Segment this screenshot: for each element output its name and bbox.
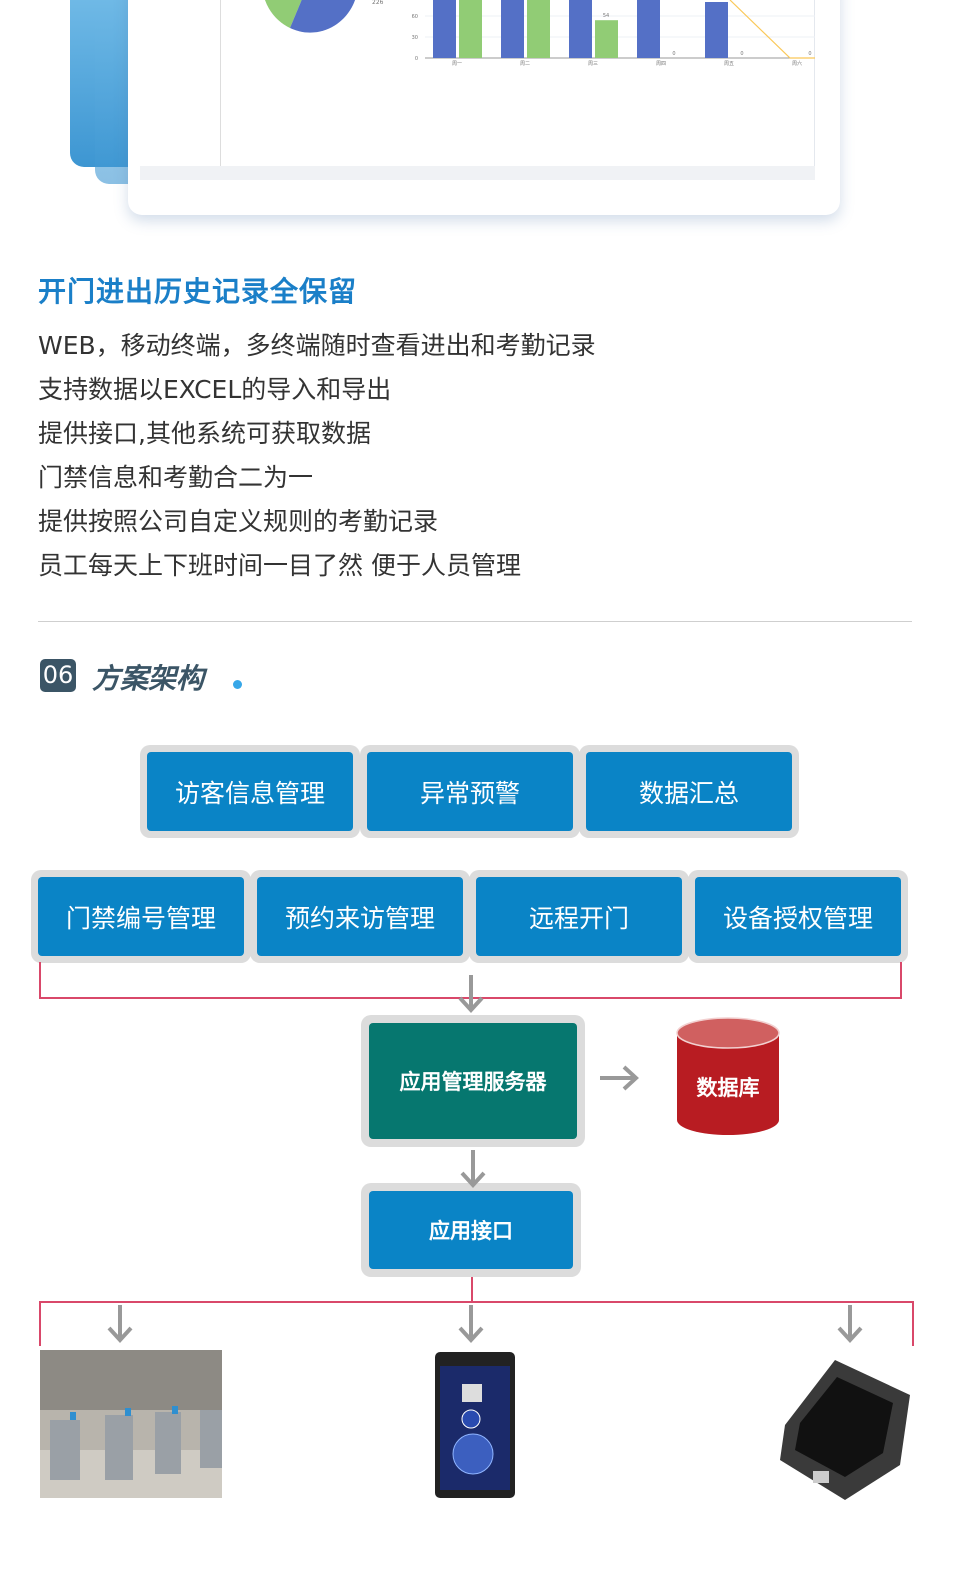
bar-blue — [637, 0, 660, 58]
y-tick-label: 0 — [415, 56, 418, 62]
arrow-down-icon — [107, 1305, 133, 1343]
series-line — [729, 0, 815, 59]
y-tick-label: 60 — [412, 14, 418, 20]
arrows — [39, 975, 914, 1346]
arrow-down-icon — [460, 1150, 486, 1188]
bar-green — [527, 0, 550, 58]
feature-line: 提供接口,其他系统可获取数据 — [38, 419, 371, 448]
title-dot — [233, 680, 242, 689]
arrow-down-icon — [837, 1305, 863, 1343]
y-tick-label: 30 — [412, 35, 418, 41]
bar-blue — [501, 0, 524, 58]
x-tick-label: 周二 — [520, 61, 530, 67]
feature-line: 提供按照公司自定义规则的考勤记录 — [38, 507, 439, 536]
feature-line: 员工每天上下班时间一目了然 便于人员管理 — [38, 551, 521, 580]
connector-line — [39, 962, 41, 999]
turnstile-image — [40, 1350, 222, 1498]
data-label: 54 — [603, 13, 609, 19]
module-visitor-info: 访客信息管理 — [140, 745, 360, 838]
feature-title: 开门进出历史记录全保留 — [38, 275, 358, 308]
data-label: 0 — [740, 51, 743, 57]
section-title: 方案架构 — [92, 662, 205, 695]
x-tick-label: 周四 — [656, 61, 666, 67]
dashboard-chart: 226 0 30 60 周一 周二 54 周三 0 周四 0 周五 0 周六 — [265, 0, 815, 67]
arrow-down-icon — [458, 975, 484, 1013]
module-reservation: 预约来访管理 — [250, 870, 470, 963]
data-label: 0 — [672, 51, 675, 57]
feature-line: WEB，移动终端，多终端随时查看进出和考勤记录 — [38, 331, 596, 360]
connector-line — [900, 962, 902, 999]
pie-slice — [265, 0, 302, 28]
arrow-right-icon — [600, 1065, 639, 1091]
face-terminal-image — [435, 1352, 515, 1498]
module-alert: 异常预警 — [360, 745, 580, 838]
x-tick-label: 周三 — [588, 61, 598, 67]
module-remote-open: 远程开门 — [469, 870, 689, 963]
bar-blue — [569, 0, 592, 58]
module-door-id: 门禁编号管理 — [31, 870, 251, 963]
module-device-auth: 设备授权管理 — [688, 870, 908, 963]
database-label: 数据库 — [696, 1076, 760, 1100]
database-icon — [676, 1017, 780, 1135]
bar-green — [459, 0, 482, 58]
bar-blue — [433, 0, 456, 58]
x-tick-label: 周六 — [792, 60, 802, 67]
arrow-down-icon — [458, 1305, 484, 1343]
x-tick-label: 周五 — [724, 61, 734, 67]
card-reader-image — [780, 1360, 910, 1500]
module-data-summary: 数据汇总 — [579, 745, 799, 838]
section-number: 06 — [40, 659, 76, 692]
feature-line: 门禁信息和考勤合二为一 — [38, 463, 314, 492]
divider — [38, 621, 912, 622]
bar-green — [595, 20, 618, 58]
app-api: 应用接口 — [361, 1183, 581, 1277]
pie-slice — [290, 0, 355, 33]
data-label: 0 — [808, 51, 811, 57]
app-server: 应用管理服务器 — [361, 1015, 585, 1147]
x-tick-label: 周一 — [452, 61, 462, 67]
pie-label: 226 — [372, 0, 384, 6]
bar-blue — [705, 2, 728, 58]
feature-line: 支持数据以EXCEL的导入和导出 — [38, 375, 392, 404]
